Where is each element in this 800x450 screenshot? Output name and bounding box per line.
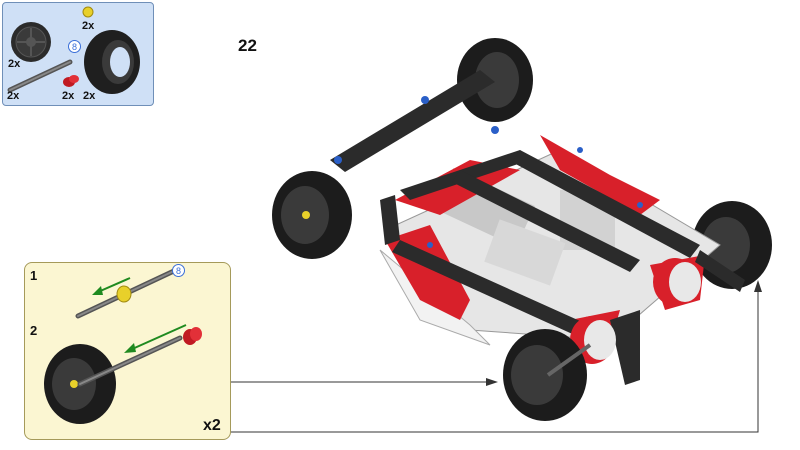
tire-icon bbox=[84, 30, 140, 94]
axle-length-badge: 8 bbox=[68, 40, 81, 53]
wheel-rim-icon bbox=[11, 22, 51, 62]
pin-quantity: 2x bbox=[62, 90, 75, 102]
red-pin-icon bbox=[63, 75, 79, 87]
sub-step-1-label: 1 bbox=[30, 268, 38, 283]
bush-quantity: 2x bbox=[82, 20, 95, 32]
arrow-head-icon bbox=[754, 280, 762, 292]
sub-step-2-label: 2 bbox=[30, 323, 38, 338]
arrow-icon bbox=[129, 324, 187, 351]
arrow-head-icon bbox=[486, 378, 498, 386]
tire-quantity: 2x bbox=[83, 90, 96, 102]
arrow-icon bbox=[97, 277, 131, 293]
axle-quantity: 2x bbox=[7, 90, 20, 102]
chassis-assembly bbox=[272, 38, 772, 421]
callout-arrows bbox=[231, 280, 762, 433]
yellow-bush-icon bbox=[116, 285, 132, 303]
step-number: 22 bbox=[238, 36, 257, 55]
axle-icon bbox=[7, 59, 73, 93]
yellow-bush-icon bbox=[82, 6, 94, 18]
assembly-multiplier: x2 bbox=[203, 417, 221, 434]
rim-quantity: 2x bbox=[8, 58, 21, 70]
sub-axle-length-badge: 8 bbox=[172, 264, 185, 277]
sub-assembly-drawing bbox=[44, 267, 202, 424]
